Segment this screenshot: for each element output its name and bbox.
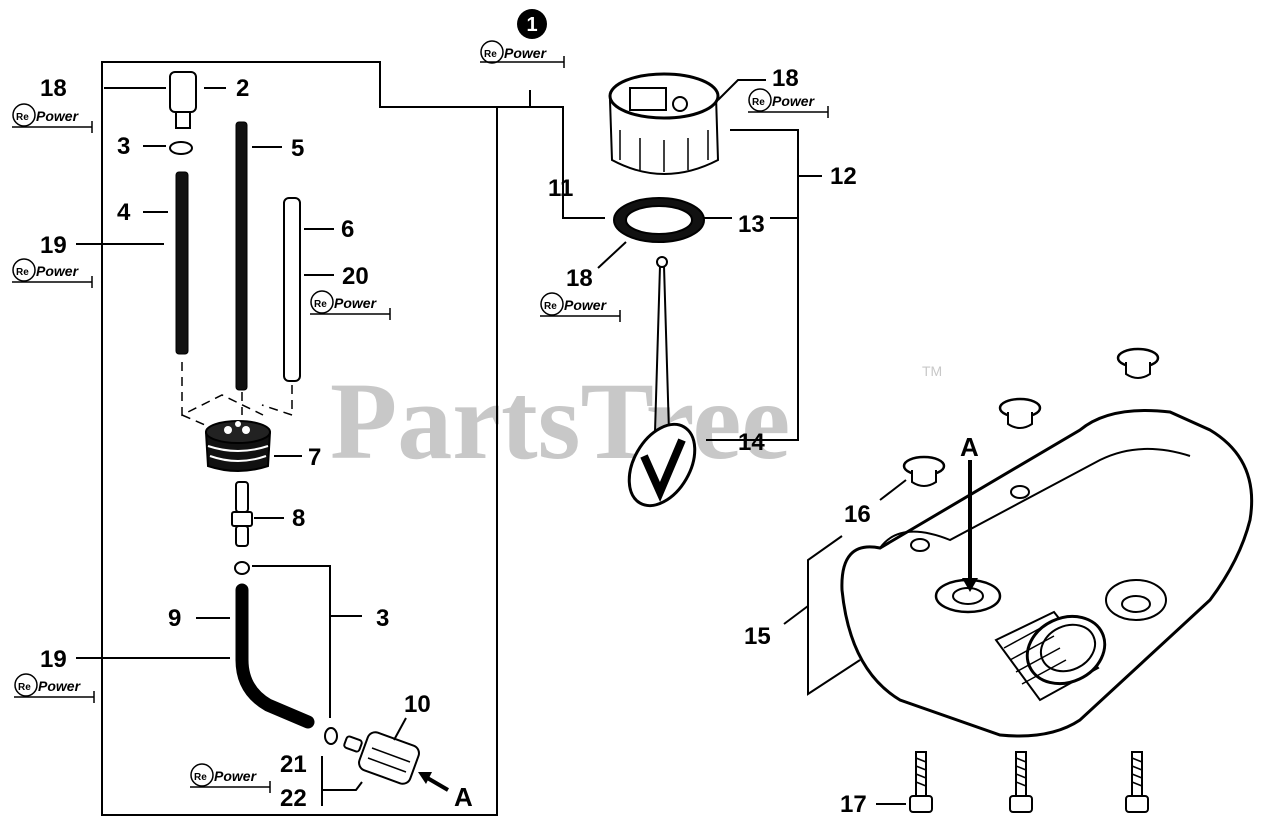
label-20[interactable]: 20 [342,263,369,290]
part-9-hose[interactable] [235,583,315,729]
label-15[interactable]: 15 [744,623,771,650]
label-12[interactable]: 12 [830,163,857,190]
callout-1-number: 1 [526,14,537,36]
part-17-screw-3[interactable] [1125,751,1149,813]
watermark-text: PartsTree [330,360,790,482]
label-19a[interactable]: 19 [40,232,67,259]
label-5[interactable]: 5 [291,135,304,162]
leader-16 [879,479,907,501]
part-5-tube[interactable] [235,121,248,391]
part-3c-oring[interactable] [324,727,338,745]
part-13-gasket[interactable] [613,197,705,243]
svg-text:Power: Power [38,678,82,694]
svg-text:Re: Re [484,49,497,60]
leader-15 [783,605,809,625]
part-6-tube[interactable] [283,197,301,382]
part-15-fuel-tank[interactable] [840,408,1254,738]
label-21[interactable]: 21 [280,751,307,778]
part-10-filter[interactable] [343,730,421,786]
part-17-screw-1[interactable] [909,751,933,813]
part-2-plug[interactable] [169,71,197,129]
svg-text:Re: Re [16,267,29,278]
repower-badge-left-2[interactable]: Re Power [12,258,93,288]
label-7[interactable]: 7 [308,444,321,471]
repower-badge-gasket[interactable]: Re Power [540,292,621,322]
label-3a[interactable]: 3 [117,133,130,160]
part-7-grommet[interactable] [204,420,272,472]
svg-text:Power: Power [564,297,608,313]
part-16-grommet-3[interactable] [902,455,946,487]
arrow-a-filter-head [418,772,432,784]
label-10[interactable]: 10 [404,691,431,718]
label-18a[interactable]: 18 [40,75,67,102]
svg-text:Power: Power [504,45,548,61]
part-16-grommet-1[interactable] [1116,347,1160,379]
repower-badge-cap[interactable]: Re Power [748,88,829,118]
part-3b-oring[interactable] [234,561,250,575]
bracket-15 [807,535,861,696]
leader-3b [252,565,362,617]
repower-badge-21[interactable]: Re Power [190,763,271,793]
repower-badge-left-1[interactable]: Re Power [12,103,93,133]
svg-text:Re: Re [194,772,207,783]
svg-text:Re: Re [16,112,29,123]
label-11[interactable]: 11 [548,175,573,202]
label-18c[interactable]: 18 [772,65,799,92]
label-13[interactable]: 13 [738,211,765,238]
svg-text:Power: Power [214,768,258,784]
watermark-trademark: TM [922,363,942,379]
repower-badge-20[interactable]: Re Power [310,290,391,320]
label-18b[interactable]: 18 [566,265,593,292]
svg-text:Re: Re [544,301,557,312]
label-22[interactable]: 22 [280,785,307,812]
label-2[interactable]: 2 [236,75,249,102]
callout-11-leader [530,106,605,219]
label-9[interactable]: 9 [168,605,181,632]
svg-text:Power: Power [36,263,80,279]
leader-10 [393,717,407,741]
label-14[interactable]: 14 [738,429,765,456]
svg-text:Re: Re [18,682,31,693]
callout-1-badge[interactable] [517,9,547,39]
label-a1[interactable]: A [454,782,473,812]
leader-21-22 [321,756,363,806]
svg-text:Power: Power [36,108,80,124]
leader-18c [717,79,766,101]
label-19b[interactable]: 19 [40,646,67,673]
repower-badge-left-3[interactable]: Re Power [14,673,95,703]
bracket-12 [706,129,799,441]
part-17-screw-2[interactable] [1009,751,1033,813]
svg-text:Re: Re [752,97,765,108]
svg-text:Power: Power [772,93,816,109]
label-8[interactable]: 8 [292,505,305,532]
arrow-a-tank-head [962,578,978,592]
part-3-oring[interactable] [169,141,193,155]
leader-18b [597,241,627,269]
label-17[interactable]: 17 [840,791,867,818]
repower-badge-top[interactable]: Re Power [480,40,565,68]
label-16[interactable]: 16 [844,501,871,528]
label-a2[interactable]: A [960,432,979,462]
label-3b[interactable]: 3 [376,605,389,632]
part-8-fitting[interactable] [231,481,253,547]
part-4-tube[interactable] [175,171,189,355]
part-14-strainer[interactable] [616,256,708,517]
part-12-fuel-cap[interactable] [608,72,720,175]
part-16-grommet-2[interactable] [998,397,1042,429]
callout-1-leader [379,62,531,108]
label-6[interactable]: 6 [341,216,354,243]
label-4[interactable]: 4 [117,199,131,226]
svg-text:Power: Power [334,295,378,311]
svg-text:Re: Re [314,299,327,310]
dashed-connectors [181,362,293,429]
